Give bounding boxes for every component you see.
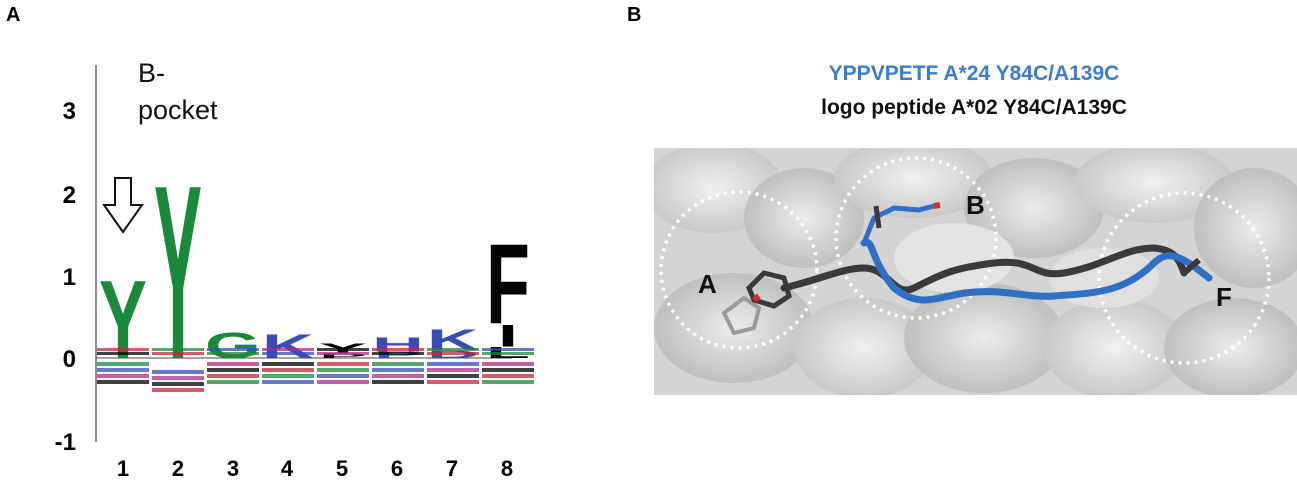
logo-minor-band — [317, 352, 369, 355]
logo-letter-pos2-Y: Y — [154, 134, 202, 411]
logo-minor-band — [152, 352, 204, 355]
b-pocket-label: B- pocket — [138, 55, 258, 129]
logo-minor-band — [482, 380, 534, 384]
logo-minor-band — [427, 374, 479, 378]
logo-minor-band — [97, 352, 149, 355]
logo-minor-band — [97, 362, 149, 366]
logo-minor-band — [97, 380, 149, 384]
logo-minor-band — [262, 368, 314, 372]
side-chain-a — [721, 270, 792, 336]
logo-minor-band — [427, 362, 479, 366]
logo-minor-band — [262, 374, 314, 378]
logo-minor-band — [152, 382, 204, 386]
logo-minor-band — [152, 388, 204, 392]
logo-minor-band — [317, 374, 369, 378]
structure-title-line2: logo peptide A*02 Y84C/A139C — [821, 96, 1127, 119]
panel-a-label: A — [6, 4, 21, 26]
y-tick-2: 2 — [62, 182, 76, 209]
logo-minor-band — [207, 380, 259, 384]
logo-minor-band — [152, 348, 204, 351]
logo-minor-band — [97, 368, 149, 372]
logo-minor-band — [427, 380, 479, 384]
b-pocket-label-line1: B- — [138, 58, 165, 88]
x-tick-5: 5 — [335, 456, 349, 481]
logo-minor-band — [207, 348, 259, 351]
logo-letter-pos3-G: G — [205, 325, 261, 366]
logo-minor-band — [207, 374, 259, 378]
x-tick-1: 1 — [116, 456, 130, 481]
x-tick-6: 6 — [390, 456, 404, 481]
logo-minor-band — [372, 352, 424, 355]
logo-letter-pos5-P: P — [319, 352, 367, 360]
logo-minor-band — [207, 368, 259, 372]
pocket-f-circle — [1097, 191, 1271, 365]
x-tick-8: 8 — [500, 456, 514, 481]
pocket-b-circle — [834, 156, 998, 320]
logo-minor-band — [152, 376, 204, 380]
peptide-structure-image: A B F — [654, 148, 1297, 395]
logo-minor-band — [372, 380, 424, 384]
logo-minor-band — [372, 362, 424, 366]
b-pocket-label-line2: pocket — [138, 95, 218, 125]
logo-minor-band — [372, 374, 424, 378]
blue-peptide-backbone — [860, 238, 1213, 304]
panel-b-label: B — [627, 4, 642, 26]
surface-texture — [654, 148, 1297, 395]
logo-letters: YYGKPYPHDKLIF — [99, 134, 530, 411]
x-tick-3: 3 — [226, 456, 240, 481]
pocket-b-letter: B — [966, 190, 985, 220]
x-tick-7: 7 — [445, 456, 459, 481]
logo-minor-band — [482, 362, 534, 366]
logo-minor-band — [317, 368, 369, 372]
logo-minor-band — [427, 368, 479, 372]
logo-letter-pos8-F: F — [486, 222, 530, 349]
logo-minor-band — [207, 362, 259, 366]
y-tick-minus1: -1 — [54, 429, 76, 456]
logo-minor-band — [427, 348, 479, 351]
logo-minor-band — [482, 352, 534, 355]
logo-minor-band — [372, 368, 424, 372]
side-chain-b — [861, 202, 941, 244]
logo-minor-letters — [97, 348, 534, 392]
logo-letter-pos1-Y: Y — [99, 257, 147, 382]
pocket-a-circle — [659, 190, 819, 350]
pocket-f-letter: F — [1216, 282, 1232, 312]
x-tick-4: 4 — [280, 456, 294, 481]
down-arrow-icon — [102, 177, 144, 234]
logo-minor-band — [97, 348, 149, 351]
sequence-logo: YYGKPYPHDKLIF — [95, 65, 534, 442]
y-tick-1: 1 — [62, 264, 76, 291]
logo-minor-band — [262, 352, 314, 355]
logo-minor-band — [262, 380, 314, 384]
logo-minor-band — [317, 380, 369, 384]
logo-minor-band — [262, 348, 314, 351]
logo-minor-band — [482, 368, 534, 372]
logo-minor-band — [372, 348, 424, 351]
y-tick-0: 0 — [62, 346, 76, 373]
black-peptide-backbone — [780, 244, 1188, 294]
black-peptide-terminus — [1182, 257, 1201, 276]
logo-minor-band — [482, 374, 534, 378]
logo-minor-band — [207, 352, 259, 355]
logo-letter-pos4-K: K — [262, 327, 314, 365]
logo-minor-band — [482, 348, 534, 351]
logo-minor-band — [262, 362, 314, 366]
logo-letter-pos7-K: K — [427, 323, 479, 356]
logo-minor-band — [317, 362, 369, 366]
structure-title-line1: YPPVPETF A*24 Y84C/A139C — [828, 62, 1120, 85]
pocket-a-letter: A — [698, 269, 717, 299]
x-tick-2: 2 — [171, 456, 185, 481]
logo-minor-band — [317, 348, 369, 351]
logo-letter-pos8-I: I — [498, 318, 518, 354]
logo-minor-band — [427, 352, 479, 355]
logo-minor-band — [152, 370, 204, 374]
y-tick-3: 3 — [62, 98, 76, 125]
logo-minor-band — [97, 374, 149, 378]
